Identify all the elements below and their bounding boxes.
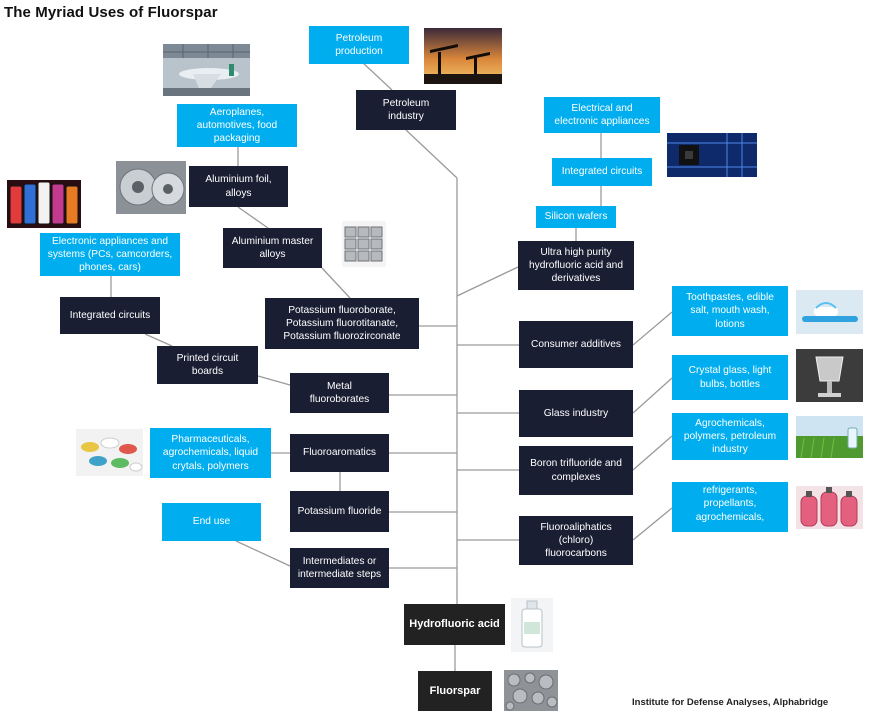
node-integrated-circuits-left: Integrated circuits [60,297,160,334]
node-boron-trifluoride: Boron trifluoride and complexes [519,446,633,495]
node-consumer-additives: Consumer additives [519,321,633,368]
node-fluorspar: Fluorspar [418,671,492,711]
page-title: The Myriad Uses of Fluorspar [4,4,218,21]
node-aluminium-foil: Aluminium foil, alloys [189,166,288,207]
node-petroleum-production: Petroleum production [309,26,409,64]
node-crystal-glass: Crystal glass, light bulbs, bottles [672,355,788,400]
toothpaste-photo [796,290,863,334]
node-electronic-systems: Electronic appliances and systems (PCs, … [40,233,180,276]
acid-bottle-photo [511,598,553,652]
node-intermediates: Intermediates or intermediate steps [290,548,389,588]
node-fluoroaliphatics: Fluoroaliphatics (chloro) fluorocarbons [519,516,633,565]
pills-photo [76,429,143,476]
alloy-ingot-photo [342,221,386,267]
node-aeroplanes: Aeroplanes, automotives, food packaging [177,104,297,147]
aluminium-roll-photo [116,161,186,214]
fluorspar-rock-photo [504,670,558,711]
node-petroleum-industry: Petroleum industry [356,90,456,130]
node-refrigerants: refrigerants, propellants, agrochemicals… [672,482,788,532]
node-integrated-circuits-right: Integrated circuits [552,158,652,186]
node-agrochemicals-right: Agrochemicals, polymers, petroleum indus… [672,413,788,460]
node-printed-circuit-boards: Printed circuit boards [157,346,258,384]
crystal-glass-photo [796,349,863,402]
aircraft-factory-photo [163,44,250,96]
node-fluoroaromatics: Fluoroaromatics [290,434,389,472]
node-electrical-appliances: Electrical and electronic appliances [544,97,660,133]
node-toothpastes: Toothpastes, edible salt, mouth wash, lo… [672,286,788,336]
node-glass-industry: Glass industry [519,390,633,437]
node-metal-fluoroborates: Metal fluoroborates [290,373,389,413]
node-potassium-fluoroborate: Potassium fluoroborate, Potassium fluoro… [265,298,419,349]
node-hydrofluoric-acid: Hydrofluoric acid [404,604,505,645]
smartphones-photo [7,180,81,228]
oil-pump-photo [424,28,502,84]
node-aluminium-master-alloys: Aluminium master alloys [223,228,322,268]
credit-text: Institute for Defense Analyses, Alphabri… [632,697,829,708]
node-ultra-high-purity: Ultra high purity hydrofluoric acid and … [518,241,634,290]
node-end-use: End use [162,503,261,541]
node-silicon-wafers: Silicon wafers [536,206,616,228]
gas-cylinder-photo [796,486,863,529]
node-pharmaceuticals: Pharmaceuticals, agrochemicals, liquid c… [150,428,271,478]
node-potassium-fluoride: Potassium fluoride [290,491,389,532]
circuit-board-photo [667,133,757,177]
crop-field-photo [796,416,863,458]
